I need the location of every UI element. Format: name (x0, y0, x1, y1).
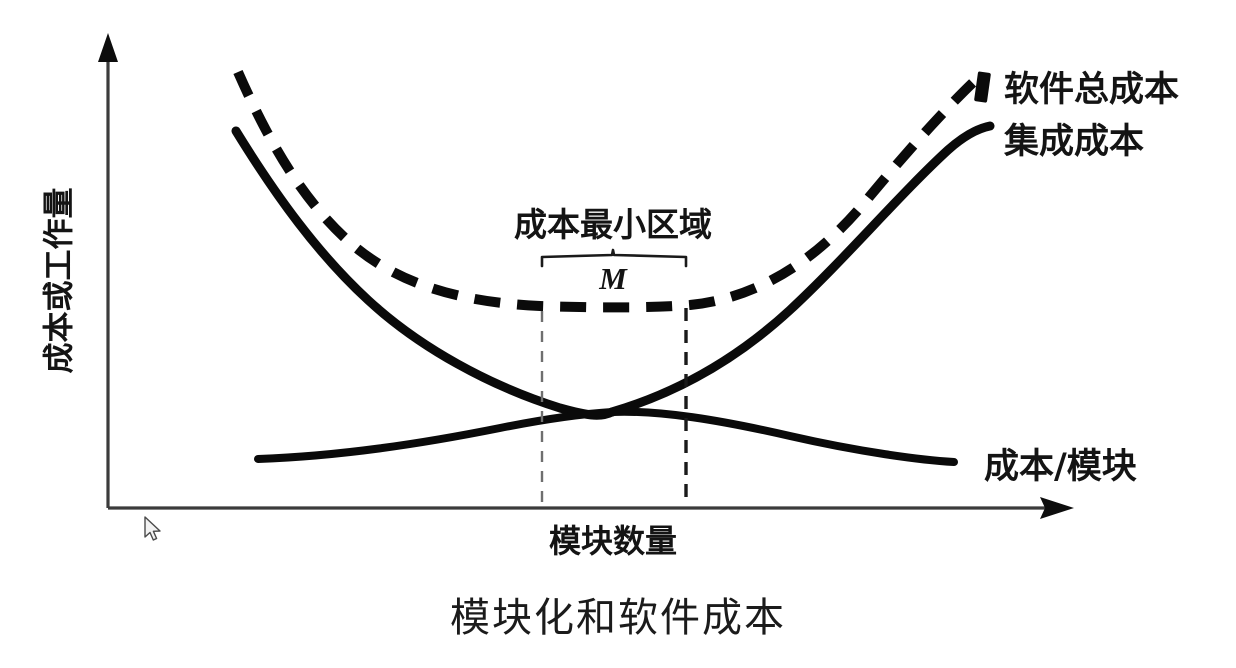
series-cost-per-module-curve (254, 407, 958, 466)
series-integration-cost-ascending-branch (607, 121, 995, 417)
legend-swatch-total-cost-icon (974, 71, 991, 103)
y-axis-title: 成本或工作量 (41, 187, 78, 373)
series-label-total-cost: 软件总成本 (1004, 70, 1179, 110)
y-axis-title-wrapper: 成本或工作量 (33, 155, 79, 405)
horizontal-axis (108, 497, 1074, 519)
figure-caption: 模块化和软件成本 (450, 595, 786, 641)
x-axis-title: 模块数量 (549, 522, 677, 560)
x-axis-arrow-icon (1040, 497, 1074, 519)
series-integration-cost-descending-branch (231, 126, 617, 420)
series-label-cost-per-module: 成本/模块 (984, 447, 1137, 487)
region-span-brace (540, 248, 688, 268)
vertical-axis (98, 33, 118, 508)
series-total-cost-curve (233, 69, 986, 313)
series-label-integration-cost: 集成成本 (1003, 122, 1144, 162)
y-axis-arrow-icon (98, 33, 118, 62)
minimum-region-label: 成本最小区域 (514, 205, 712, 244)
region-symbol-label: M (598, 261, 628, 296)
